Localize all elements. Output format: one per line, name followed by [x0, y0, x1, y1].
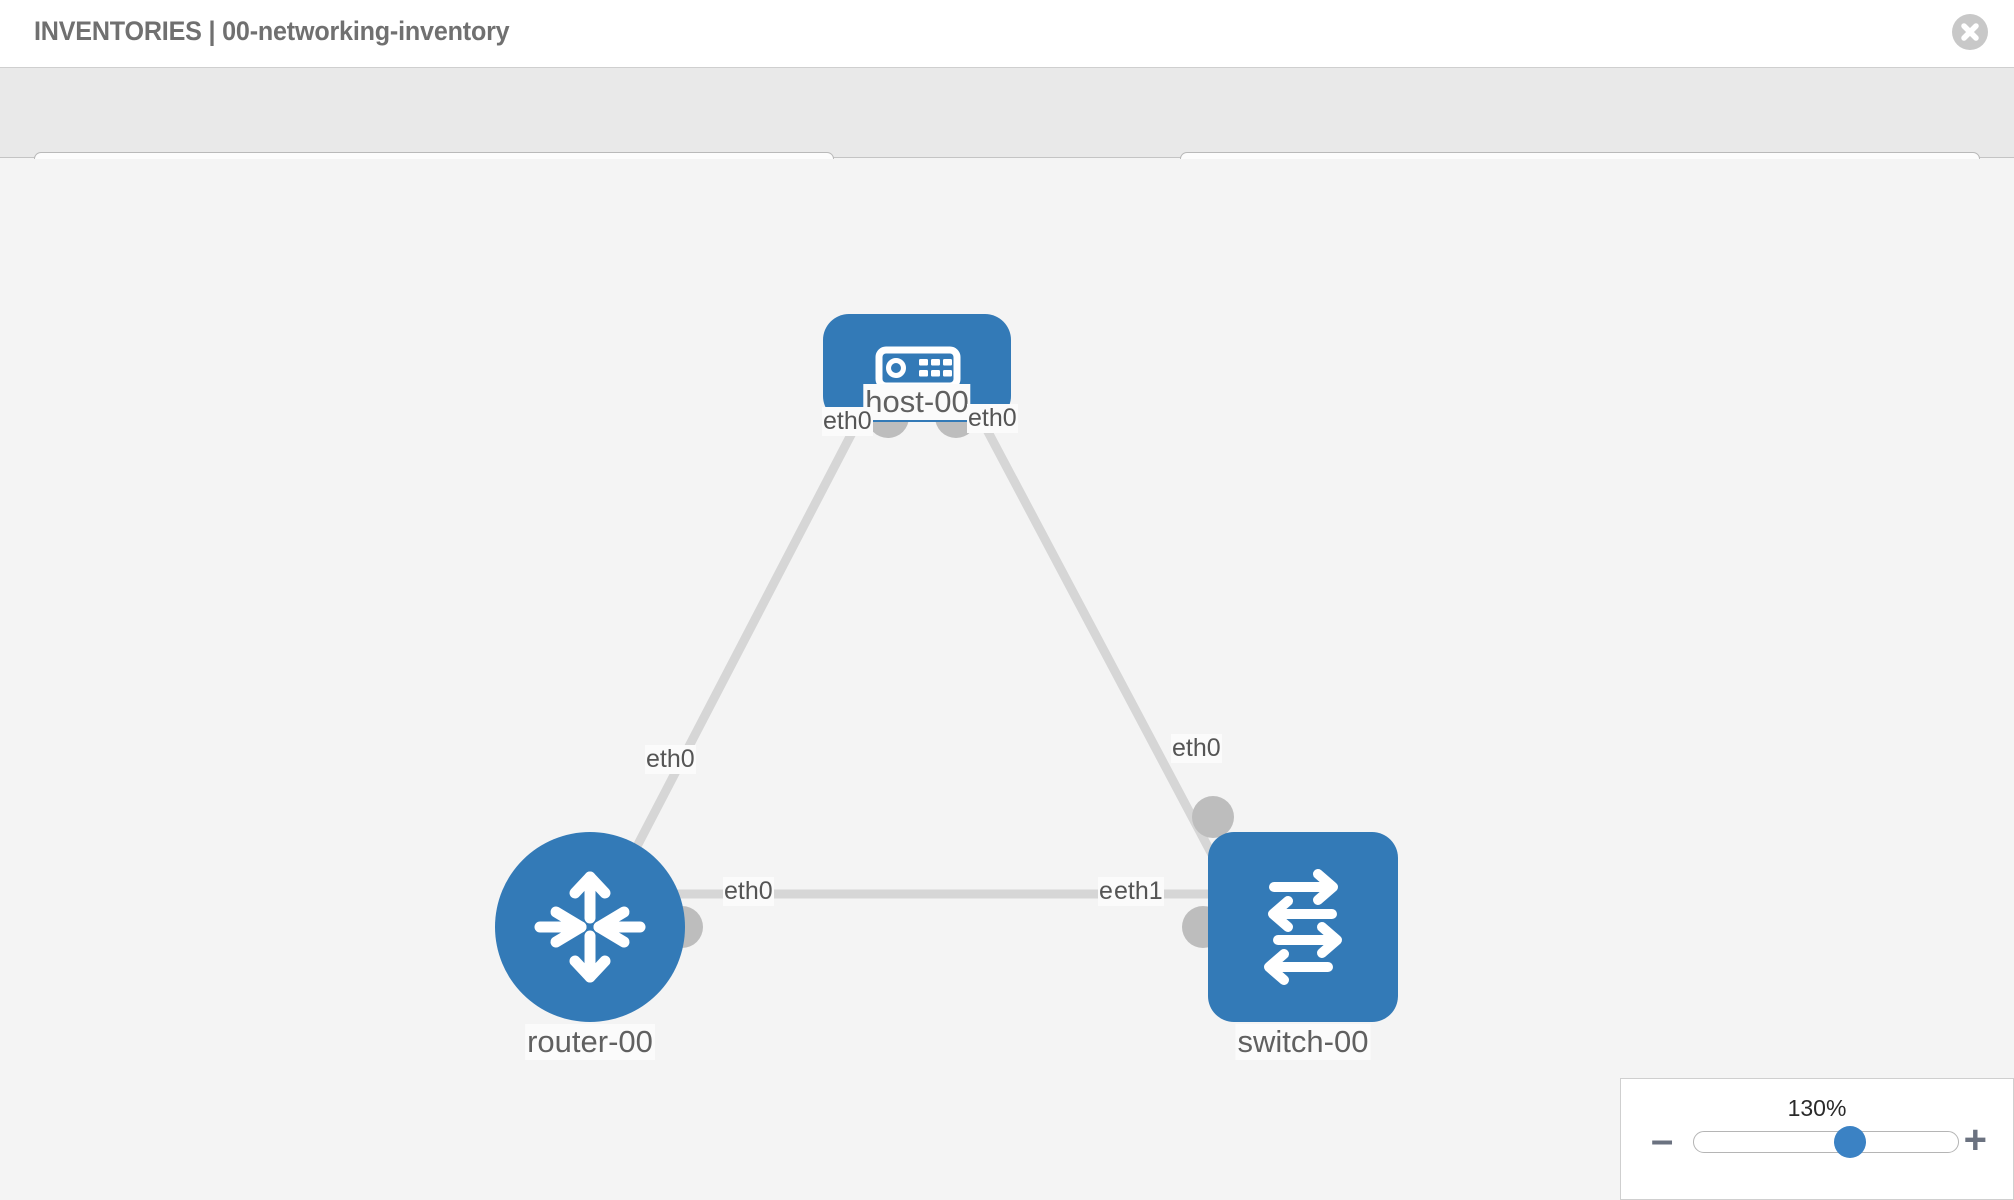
link-host-router [615, 374, 885, 884]
node-label-host-00: host-00 [863, 384, 971, 420]
edge-label-router-up: eth0 [645, 745, 696, 774]
zoom-control-panel: 130% – + [1620, 1078, 2014, 1200]
toolbar: ACTIONS SEARCH [0, 68, 2014, 208]
router-arrows-icon [534, 871, 646, 983]
node-shape-switch [1208, 832, 1398, 1022]
port-switch-topleft[interactable] [1192, 796, 1234, 838]
edge-label-host-right: eth0 [967, 404, 1018, 433]
zoom-out-button[interactable]: – [1651, 1118, 1674, 1162]
node-shape-router [495, 832, 685, 1022]
edge-label-router-right: eth0 [723, 877, 774, 906]
topology-node-switch-00[interactable]: switch-00 [1182, 796, 1398, 1060]
close-icon[interactable] [1952, 14, 1988, 50]
edge-label-switch-up: eth0 [1171, 734, 1222, 763]
node-label-router-00: router-00 [525, 1024, 655, 1060]
node-label-switch-00: switch-00 [1235, 1024, 1371, 1060]
topology-canvas[interactable]: host-00 router-00 [0, 159, 2014, 1200]
zoom-slider[interactable] [1693, 1126, 1959, 1158]
topology-node-router-00[interactable]: router-00 [495, 832, 703, 1060]
link-host-switch [955, 374, 1230, 884]
header-bar: INVENTORIES | 00-networking-inventory [0, 0, 2014, 68]
edge-label-host-left: eth0 [822, 407, 873, 436]
switch-arrows-icon [1264, 869, 1342, 985]
edge-label-switch-left: eth1 [1113, 877, 1164, 906]
page-title: INVENTORIES | 00-networking-inventory [34, 16, 510, 46]
zoom-in-button[interactable]: + [1963, 1118, 1987, 1162]
zoom-level-label: 130% [1787, 1095, 1847, 1121]
zoom-slider-handle[interactable] [1833, 1126, 1866, 1158]
